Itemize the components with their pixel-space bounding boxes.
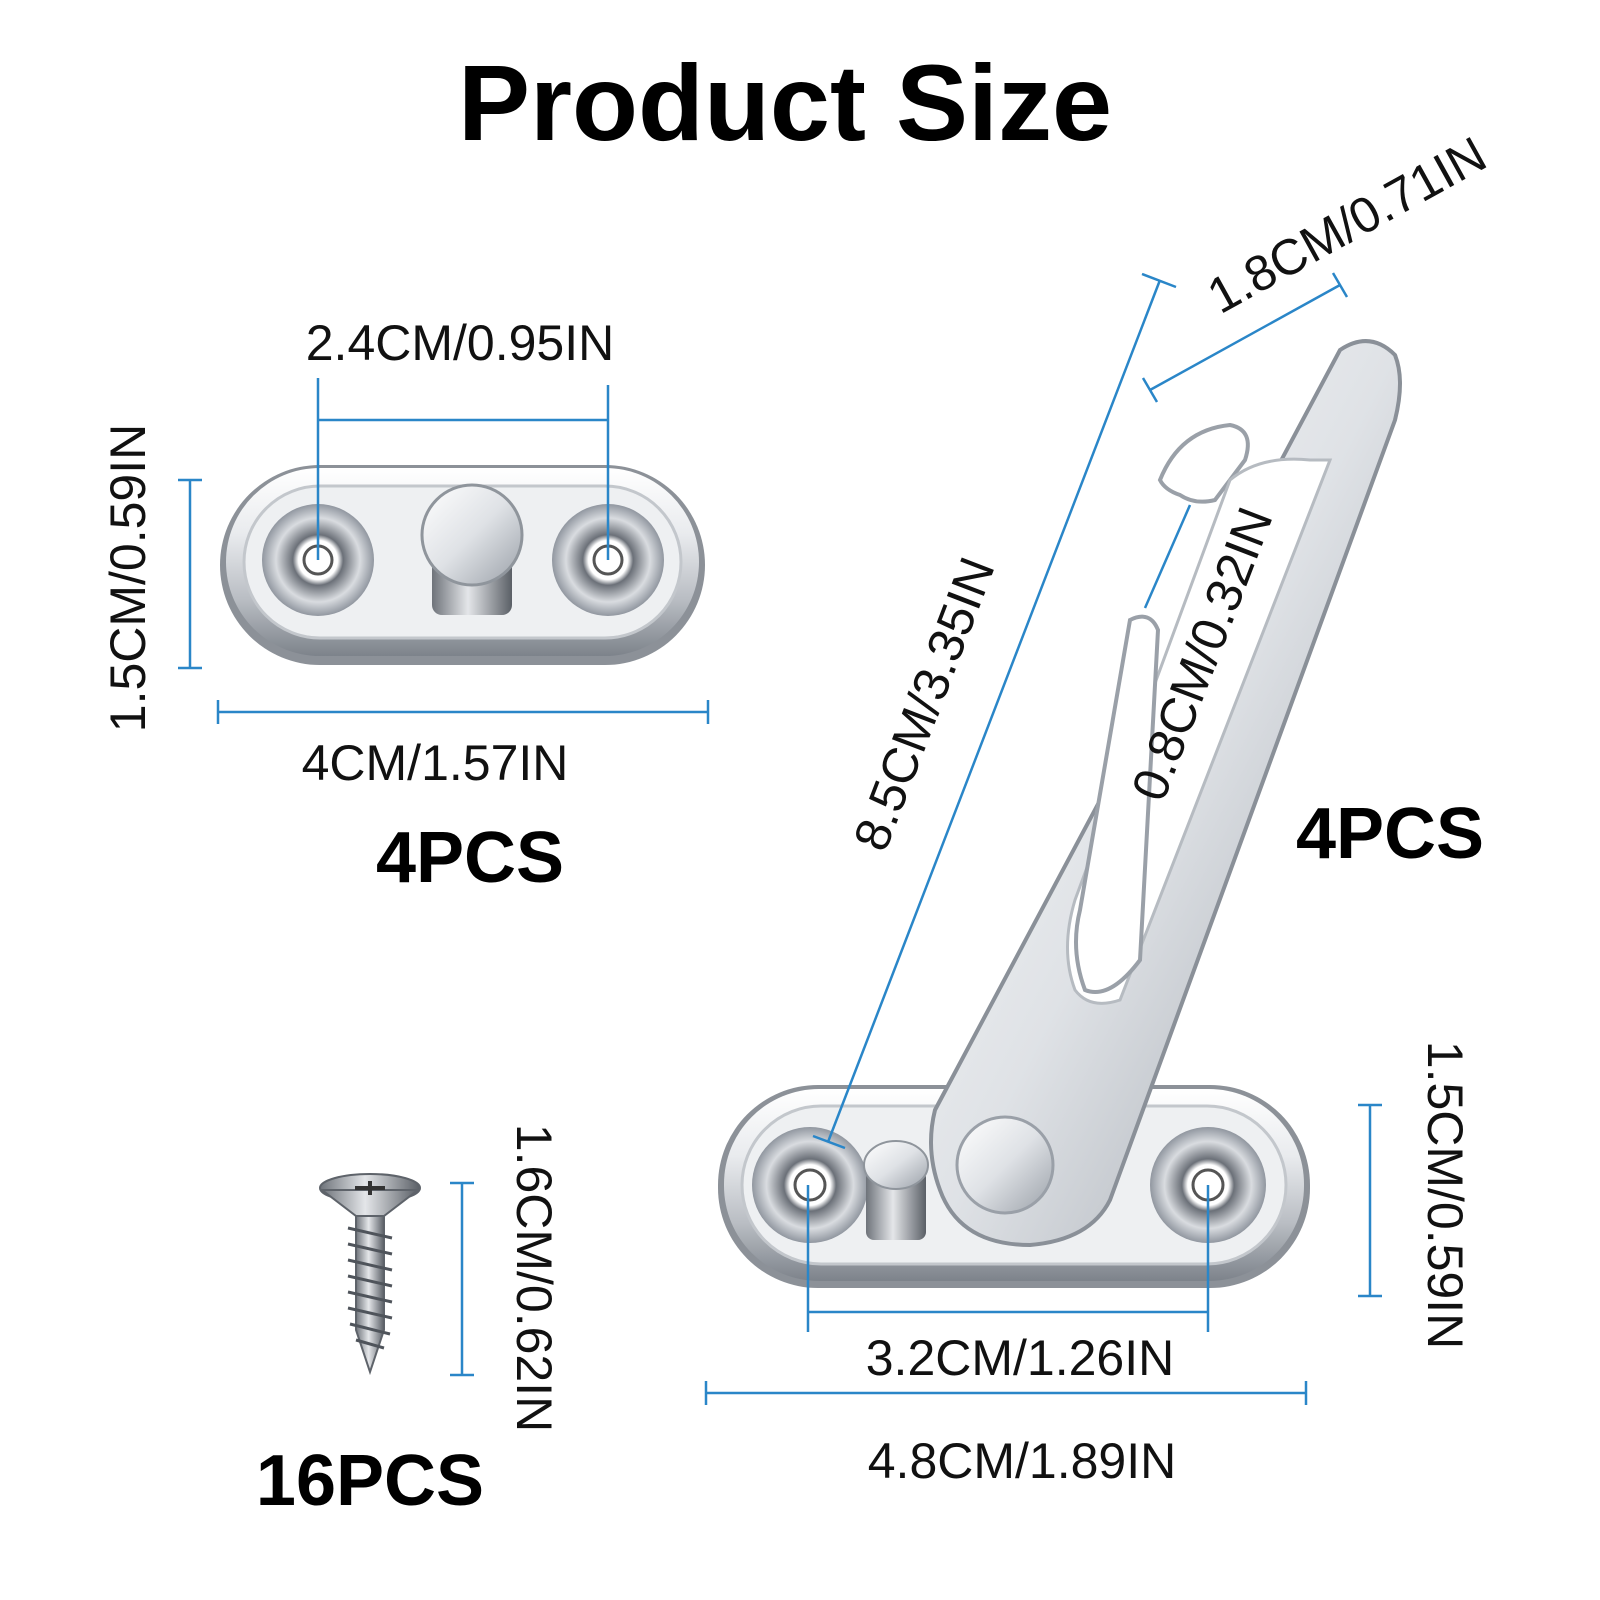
hook-base-height-dimension bbox=[1358, 1103, 1382, 1298]
plate-length-dimension bbox=[216, 700, 710, 724]
plate-hole-spacing-label: 2.4CM/0.95IN bbox=[306, 315, 614, 371]
plate-height-dimension bbox=[178, 478, 202, 670]
plate-quantity: 4PCS bbox=[376, 818, 564, 898]
hook-base-length-dimension bbox=[704, 1381, 1308, 1405]
page-title: Product Size bbox=[458, 42, 1112, 163]
hook-length-dimension bbox=[812, 272, 1177, 1150]
screw-illustration bbox=[319, 1173, 421, 1376]
plate-length-label: 4CM/1.57IN bbox=[302, 735, 569, 791]
screw-length-label: 1.6CM/0.62IN bbox=[506, 1124, 562, 1432]
hook-quantity: 4PCS bbox=[1296, 794, 1484, 874]
hook-slot-width-dimension bbox=[1143, 504, 1192, 609]
hook-hole-spacing-dimension bbox=[806, 1185, 1210, 1332]
hook-hole-spacing-label: 3.2CM/1.26IN bbox=[866, 1330, 1174, 1386]
hook-illustration bbox=[718, 339, 1402, 1288]
plate-height-label: 1.5CM/0.59IN bbox=[100, 424, 156, 732]
hook-length-label: 8.5CM/3.35IN bbox=[843, 550, 1006, 858]
hook-base-height-label: 1.5CM/0.59IN bbox=[1417, 1041, 1473, 1349]
hook-base-length-label: 4.8CM/1.89IN bbox=[868, 1433, 1176, 1489]
hook-top-width-dimension bbox=[1141, 272, 1349, 403]
screw-length-dimension bbox=[450, 1181, 474, 1377]
screw-quantity: 16PCS bbox=[256, 1441, 484, 1521]
plate-illustration bbox=[220, 465, 705, 665]
plate-hole-spacing-dimension bbox=[316, 378, 610, 560]
